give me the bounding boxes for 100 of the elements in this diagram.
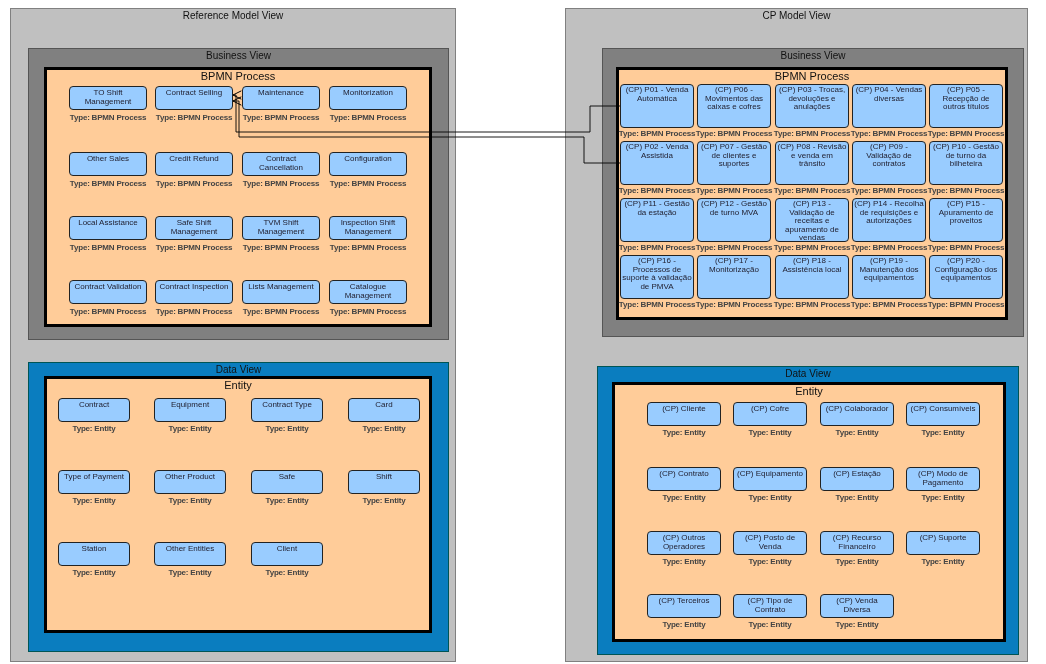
type-label: Type: BPMN Process bbox=[241, 179, 321, 188]
process-box: (CP) P02 - Venda Assistida bbox=[620, 141, 694, 185]
type-label: Type: BPMN Process bbox=[154, 179, 234, 188]
entity-box: Equipment bbox=[154, 398, 226, 422]
entity-box: (CP) Terceiros bbox=[647, 594, 721, 618]
type-label: Type: Entity bbox=[361, 424, 407, 433]
entity-box: Station bbox=[58, 542, 130, 566]
entity-box: (CP) Modo de Pagamento bbox=[906, 467, 980, 491]
process-box: Contract Cancellation bbox=[242, 152, 320, 176]
type-label: Type: Entity bbox=[747, 557, 793, 566]
process-box: Other Sales bbox=[69, 152, 147, 176]
process-box: Credit Refund bbox=[155, 152, 233, 176]
entity-box: (CP) Outros Operadores bbox=[647, 531, 721, 555]
process-box: TVM Shift Management bbox=[242, 216, 320, 240]
model-view-panel bbox=[10, 8, 456, 662]
process-box: (CP) P17 - Monitorização bbox=[697, 255, 771, 299]
process-box: (CP) P07 - Gestão de clientes e suportes bbox=[697, 141, 771, 185]
entity-box: Contract bbox=[58, 398, 130, 422]
entity-box: (CP) Contrato bbox=[647, 467, 721, 491]
type-label: Type: BPMN Process bbox=[241, 243, 321, 252]
type-label: Type: BPMN Process bbox=[695, 300, 774, 309]
type-label: Type: BPMN Process bbox=[927, 243, 1006, 252]
panel-title: Reference Model View bbox=[181, 10, 285, 21]
process-box: Contract Inspection bbox=[155, 280, 233, 304]
type-label: Type: BPMN Process bbox=[695, 186, 774, 195]
process-box: Local Assistance bbox=[69, 216, 147, 240]
type-label: Type: Entity bbox=[264, 424, 310, 433]
process-box: (CP) P05 - Recepção de outros títulos bbox=[929, 84, 1003, 128]
type-label: Type: Entity bbox=[747, 493, 793, 502]
panel-title: Data View bbox=[784, 368, 832, 379]
process-box: (CP) P01 - Venda Automática bbox=[620, 84, 694, 128]
entity-box: (CP) Suporte bbox=[906, 531, 980, 555]
entity-box: (CP) Equipamento bbox=[733, 467, 807, 491]
process-box: (CP) P20 - Configuração dos equipamentos bbox=[929, 255, 1003, 299]
entity-box: Safe bbox=[251, 470, 323, 494]
process-box: (CP) P03 - Trocas, devoluções e anulações bbox=[775, 84, 849, 128]
group-panel bbox=[612, 382, 1006, 642]
type-label: Type: Entity bbox=[167, 424, 213, 433]
type-label: Type: BPMN Process bbox=[68, 179, 148, 188]
type-label: Type: Entity bbox=[264, 568, 310, 577]
type-label: Type: BPMN Process bbox=[695, 243, 774, 252]
type-label: Type: BPMN Process bbox=[927, 129, 1006, 138]
entity-box: Contract Type bbox=[251, 398, 323, 422]
entity-box: Shift bbox=[348, 470, 420, 494]
type-label: Type: BPMN Process bbox=[154, 113, 234, 122]
process-box: (CP) P18 - Assistência local bbox=[775, 255, 849, 299]
process-box: (CP) P08 - Revisão e venda em trânsito bbox=[775, 141, 849, 185]
group-panel bbox=[44, 376, 432, 633]
process-box: (CP) P11 - Gestão da estação bbox=[620, 198, 694, 242]
type-label: Type: Entity bbox=[747, 620, 793, 629]
type-label: Type: Entity bbox=[264, 496, 310, 505]
type-label: Type: BPMN Process bbox=[241, 113, 321, 122]
type-label: Type: Entity bbox=[661, 493, 707, 502]
view-panel bbox=[28, 362, 449, 652]
entity-box: (CP) Venda Diversa bbox=[820, 594, 894, 618]
panel-title: Business View bbox=[779, 50, 847, 61]
type-label: Type: BPMN Process bbox=[328, 243, 408, 252]
group-panel bbox=[44, 67, 432, 327]
process-box: (CP) P19 - Manutenção dos equipamentos bbox=[852, 255, 926, 299]
process-box: Lists Management bbox=[242, 280, 320, 304]
entity-box: Other Product bbox=[154, 470, 226, 494]
process-box: TO Shift Management bbox=[69, 86, 147, 110]
process-box: Configuration bbox=[329, 152, 407, 176]
type-label: Type: Entity bbox=[834, 620, 880, 629]
type-label: Type: Entity bbox=[661, 557, 707, 566]
type-label: Type: BPMN Process bbox=[154, 307, 234, 316]
entity-box: (CP) Posto de Venda bbox=[733, 531, 807, 555]
type-label: Type: BPMN Process bbox=[328, 113, 408, 122]
panel-title: Business View bbox=[205, 50, 272, 61]
entity-box: (CP) Estação bbox=[820, 467, 894, 491]
view-panel bbox=[597, 366, 1019, 655]
process-box: (CP) P04 - Vendas diversas bbox=[852, 84, 926, 128]
panel-title: BPMN Process bbox=[199, 70, 277, 82]
process-box: Catalogue Management bbox=[329, 280, 407, 304]
process-box: Contract Selling bbox=[155, 86, 233, 110]
process-box: Inspection Shift Management bbox=[329, 216, 407, 240]
type-label: Type: BPMN Process bbox=[695, 129, 774, 138]
type-label: Type: BPMN Process bbox=[68, 307, 148, 316]
process-box: (CP) P13 - Validação de receitas e apuramento de vendas bbox=[775, 198, 849, 242]
process-box: (CP) P14 - Recolha de requisições e autorizações bbox=[852, 198, 926, 242]
type-label: Type: Entity bbox=[920, 557, 966, 566]
entity-box: Card bbox=[348, 398, 420, 422]
entity-box: (CP) Colaborador bbox=[820, 402, 894, 426]
view-panel bbox=[602, 48, 1024, 337]
type-label: Type: Entity bbox=[834, 557, 880, 566]
model-view-panel bbox=[565, 8, 1028, 662]
type-label: Type: BPMN Process bbox=[154, 243, 234, 252]
view-panel bbox=[28, 48, 449, 340]
panel-title: CP Model View bbox=[761, 10, 832, 21]
type-label: Type: Entity bbox=[920, 428, 966, 437]
entity-box: (CP) Recurso Financeiro bbox=[820, 531, 894, 555]
type-label: Type: BPMN Process bbox=[68, 243, 148, 252]
type-label: Type: BPMN Process bbox=[927, 186, 1006, 195]
type-label: Type: Entity bbox=[71, 568, 117, 577]
entity-box: (CP) Consumíveis bbox=[906, 402, 980, 426]
process-box: Maintenance bbox=[242, 86, 320, 110]
type-label: Type: BPMN Process bbox=[328, 179, 408, 188]
type-label: Type: BPMN Process bbox=[927, 300, 1006, 309]
entity-box: Client bbox=[251, 542, 323, 566]
type-label: Type: Entity bbox=[167, 496, 213, 505]
